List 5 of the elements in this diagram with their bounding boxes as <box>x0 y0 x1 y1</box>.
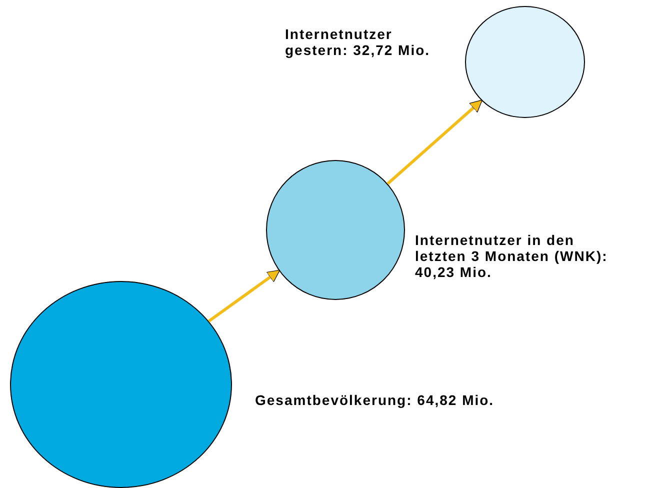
value-label: Gesamtbevölkerung: 64,82 Mio. <box>255 392 496 408</box>
value-label: Internetnutzer in den letzten 3 Monaten (WNK): 40,23 Mio. <box>415 232 609 280</box>
arrow <box>386 99 483 185</box>
arrow <box>208 269 280 322</box>
value-label: Internetnutzer gestern: 32,72 Mio. <box>285 26 432 58</box>
